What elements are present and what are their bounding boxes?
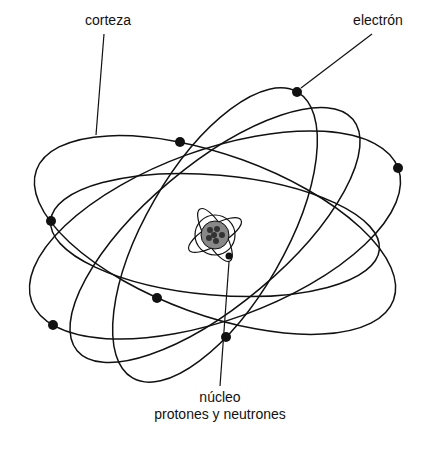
part-label: protones y neutrones <box>152 406 288 423</box>
electron-orbit <box>32 66 398 405</box>
leader-line <box>96 34 372 386</box>
nucleus <box>184 204 246 266</box>
part-label: electrón <box>351 12 405 29</box>
electron-orbit <box>45 161 384 309</box>
part-label: núcleo <box>197 389 242 406</box>
electron-orbit <box>3 88 428 381</box>
part-label: corteza <box>83 12 133 29</box>
electron-dot <box>46 87 403 342</box>
electron-orbit <box>72 57 358 413</box>
